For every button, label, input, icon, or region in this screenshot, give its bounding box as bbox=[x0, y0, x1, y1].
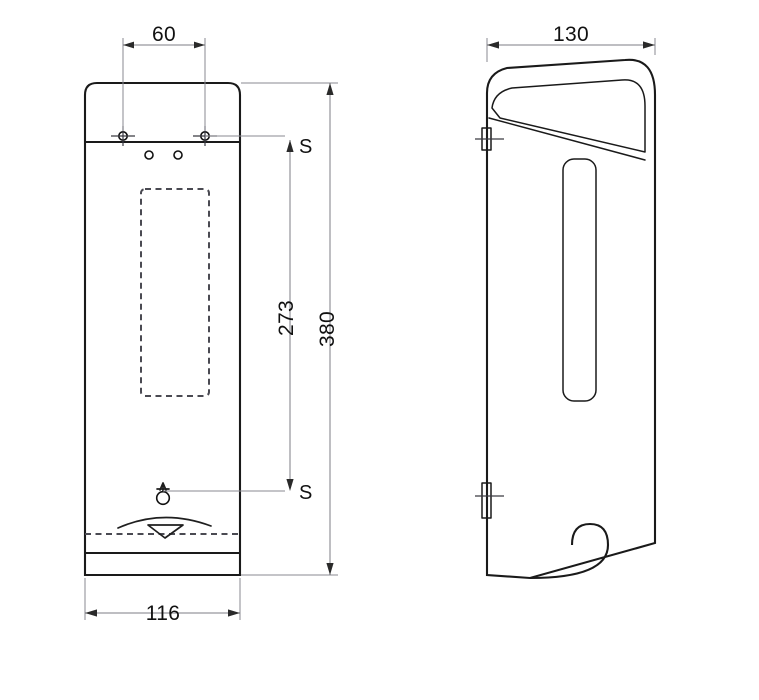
dimension-label-380: 380 bbox=[316, 311, 339, 347]
front-hidden-window-rectangle bbox=[140, 188, 210, 397]
side-hinge-lower bbox=[475, 482, 504, 519]
dimension-label-116: 116 bbox=[146, 602, 180, 625]
side-bottom-hook bbox=[529, 522, 610, 580]
dimension-label-60: 60 bbox=[152, 23, 176, 46]
side-body-outline bbox=[485, 58, 657, 580]
front-down-triangle bbox=[147, 524, 184, 539]
front-mounting-hole-left bbox=[111, 126, 135, 146]
front-indicator-dot-left bbox=[144, 150, 154, 160]
front-elevation-view bbox=[83, 81, 242, 577]
side-hinge-upper bbox=[475, 127, 504, 151]
side-elevation-view bbox=[475, 58, 657, 580]
dimension-hole-spacing-60: 60 bbox=[122, 23, 206, 131]
side-top-cover-lower-edge bbox=[488, 117, 646, 161]
dimension-label-273: 273 bbox=[275, 300, 298, 336]
datum-symbol-upper: S bbox=[299, 136, 312, 158]
dimension-depth-130: 130 bbox=[486, 23, 656, 62]
dimension-width-116: 116 bbox=[84, 578, 241, 625]
dimension-inner-height-273: 273 S S bbox=[163, 135, 312, 504]
side-top-cover-inner-line bbox=[491, 79, 646, 153]
side-window-slot bbox=[562, 158, 597, 402]
dimension-total-height-380: 380 bbox=[241, 82, 339, 576]
front-indicator-dot-right bbox=[173, 150, 183, 160]
front-dispensing-nozzle bbox=[155, 482, 171, 506]
datum-symbol-lower: S bbox=[299, 482, 312, 504]
dimension-label-130: 130 bbox=[553, 23, 589, 46]
front-body-outline bbox=[83, 81, 242, 577]
front-push-arc bbox=[117, 516, 212, 529]
